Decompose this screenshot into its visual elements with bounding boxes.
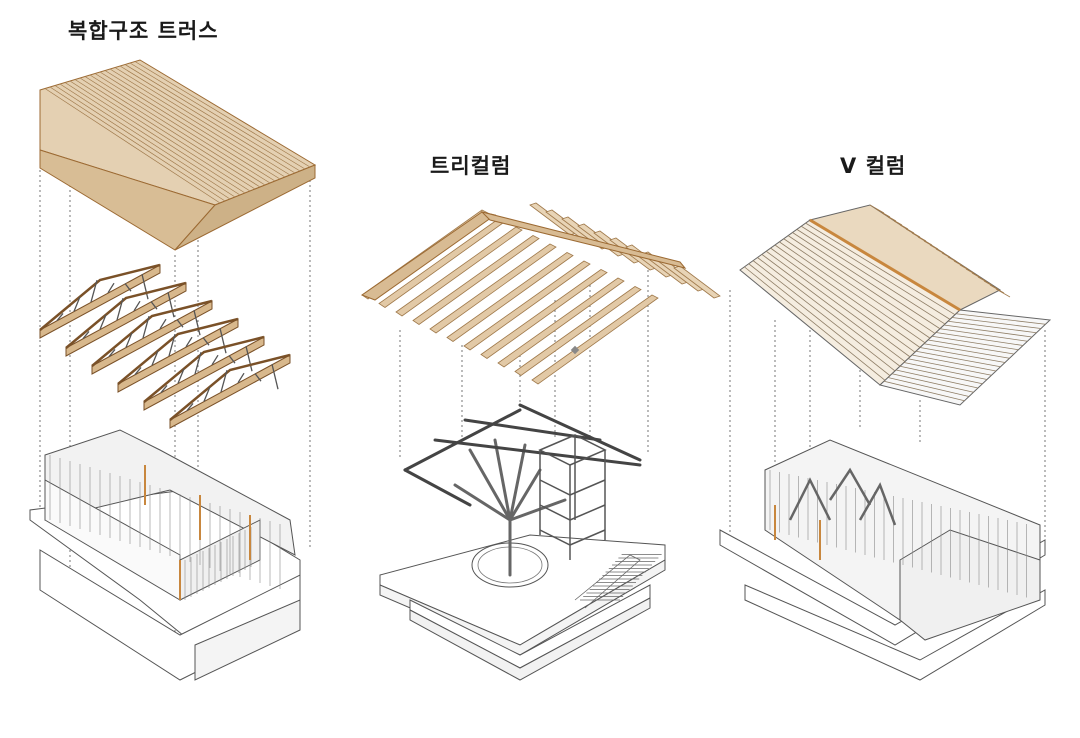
diagram-title-v-column: V 컬럼 — [840, 154, 907, 178]
diagram-title-tree-column: 트리컬럼 — [430, 154, 512, 178]
stairs — [574, 554, 662, 609]
tree-column — [453, 438, 567, 577]
roof-frame — [739, 204, 1052, 406]
stair-tower — [538, 434, 607, 560]
v-column-diagram — [719, 204, 1052, 681]
truss-row — [39, 263, 291, 429]
building-base — [29, 429, 301, 681]
beams — [403, 403, 642, 507]
tree-column-diagram — [360, 202, 721, 681]
composite-truss-diagram — [29, 59, 317, 681]
floor-slab — [379, 534, 666, 681]
building-base — [719, 439, 1046, 681]
v-columns — [788, 467, 897, 526]
marker-icon — [570, 345, 580, 355]
diagram-title-composite-truss: 복합구조 트러스 — [68, 19, 219, 43]
rafter-grid — [360, 202, 721, 385]
roof-panel — [39, 59, 317, 251]
